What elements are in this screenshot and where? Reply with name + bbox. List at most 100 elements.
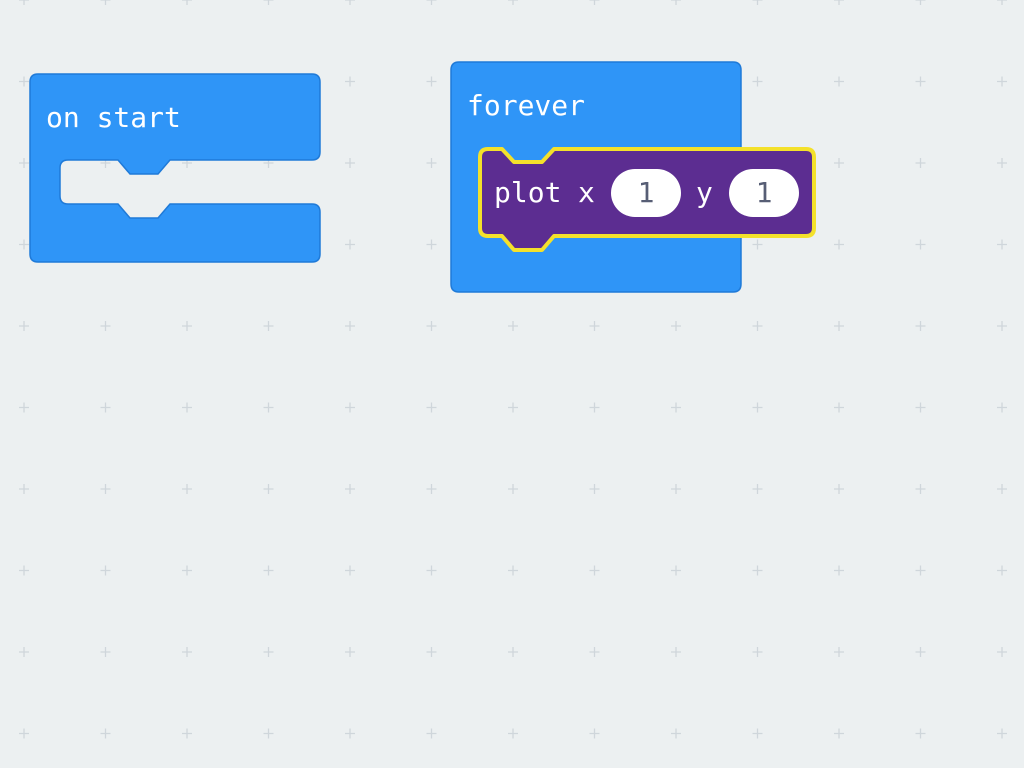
grid-cross bbox=[915, 402, 926, 413]
grid-cross bbox=[834, 565, 844, 576]
grid-cross bbox=[997, 402, 1007, 413]
grid-cross bbox=[426, 321, 437, 331]
grid-cross bbox=[752, 402, 763, 413]
grid-cross bbox=[752, 728, 763, 739]
grid-cross bbox=[671, 565, 681, 576]
grid-cross bbox=[589, 0, 600, 5]
grid-cross bbox=[508, 647, 518, 657]
grid-cross bbox=[345, 321, 355, 331]
grid-cross bbox=[508, 0, 518, 5]
grid-cross bbox=[834, 321, 844, 331]
grid-cross bbox=[19, 565, 29, 576]
grid-cross bbox=[997, 565, 1007, 576]
grid-cross bbox=[671, 0, 681, 5]
grid-cross bbox=[19, 158, 29, 168]
grid-cross bbox=[345, 0, 355, 5]
grid-cross bbox=[508, 484, 518, 494]
grid-cross bbox=[997, 239, 1007, 250]
grid-cross bbox=[915, 0, 926, 5]
grid-cross bbox=[263, 565, 274, 576]
grid-cross bbox=[834, 76, 844, 87]
grid-cross bbox=[426, 158, 437, 168]
grid-cross bbox=[345, 76, 355, 87]
grid-cross bbox=[100, 402, 111, 413]
grid-cross bbox=[19, 0, 29, 5]
grid-cross bbox=[19, 76, 29, 87]
grid-cross bbox=[100, 728, 111, 739]
grid-cross bbox=[426, 402, 437, 413]
grid-cross bbox=[100, 565, 111, 576]
grid-cross bbox=[182, 484, 192, 494]
grid-cross bbox=[426, 76, 437, 87]
grid-cross bbox=[834, 402, 844, 413]
grid-cross bbox=[508, 728, 518, 739]
on-start-block[interactable]: on start bbox=[29, 73, 322, 264]
grid-cross bbox=[752, 647, 763, 657]
grid-cross bbox=[589, 321, 600, 331]
grid-cross bbox=[426, 565, 437, 576]
plot-y-value-input[interactable]: 1 bbox=[729, 169, 799, 217]
grid-cross bbox=[589, 484, 600, 494]
grid-cross bbox=[671, 728, 681, 739]
plot-label: plot bbox=[494, 176, 562, 209]
grid-cross bbox=[915, 321, 926, 331]
grid-cross bbox=[182, 647, 192, 657]
grid-cross bbox=[508, 565, 518, 576]
grid-cross bbox=[508, 402, 518, 413]
grid-cross bbox=[100, 484, 111, 494]
grid-cross bbox=[915, 728, 926, 739]
grid-cross bbox=[752, 76, 763, 87]
plot-x-value-input[interactable]: 1 bbox=[611, 169, 681, 217]
grid-cross bbox=[915, 158, 926, 168]
grid-cross bbox=[752, 484, 763, 494]
grid-cross bbox=[426, 0, 437, 5]
grid-cross bbox=[19, 647, 29, 657]
grid-cross bbox=[100, 0, 111, 5]
grid-cross bbox=[915, 76, 926, 87]
grid-cross bbox=[182, 402, 192, 413]
grid-cross bbox=[834, 484, 844, 494]
grid-cross bbox=[834, 647, 844, 657]
grid-cross bbox=[671, 647, 681, 657]
on-start-block-shape bbox=[29, 73, 321, 263]
grid-cross bbox=[263, 728, 274, 739]
grid-cross bbox=[345, 402, 355, 413]
grid-cross bbox=[182, 321, 192, 331]
grid-cross bbox=[19, 484, 29, 494]
grid-cross bbox=[834, 728, 844, 739]
grid-cross bbox=[100, 321, 111, 331]
grid-cross bbox=[589, 728, 600, 739]
grid-cross bbox=[345, 647, 355, 657]
grid-cross bbox=[19, 728, 29, 739]
plot-block[interactable]: plot x 1 y 1 bbox=[478, 147, 820, 254]
grid-cross bbox=[997, 484, 1007, 494]
grid-cross bbox=[345, 239, 355, 250]
grid-cross bbox=[426, 484, 437, 494]
grid-cross bbox=[915, 647, 926, 657]
grid-cross bbox=[589, 565, 600, 576]
grid-cross bbox=[671, 484, 681, 494]
grid-cross bbox=[345, 484, 355, 494]
grid-cross bbox=[589, 402, 600, 413]
grid-cross bbox=[508, 321, 518, 331]
grid-cross bbox=[100, 647, 111, 657]
grid-cross bbox=[997, 158, 1007, 168]
forever-label: forever bbox=[467, 89, 586, 122]
grid-cross bbox=[426, 647, 437, 657]
grid-cross bbox=[19, 321, 29, 331]
grid-cross bbox=[263, 484, 274, 494]
grid-cross bbox=[263, 647, 274, 657]
grid-cross bbox=[997, 647, 1007, 657]
grid-cross bbox=[263, 0, 274, 5]
plot-y-label: y bbox=[696, 176, 713, 209]
grid-cross bbox=[997, 728, 1007, 739]
grid-cross bbox=[589, 647, 600, 657]
grid-cross bbox=[19, 402, 29, 413]
grid-cross bbox=[834, 158, 844, 168]
grid-cross bbox=[915, 484, 926, 494]
grid-cross bbox=[752, 321, 763, 331]
grid-cross bbox=[345, 158, 355, 168]
grid-cross bbox=[345, 565, 355, 576]
grid-cross bbox=[997, 76, 1007, 87]
